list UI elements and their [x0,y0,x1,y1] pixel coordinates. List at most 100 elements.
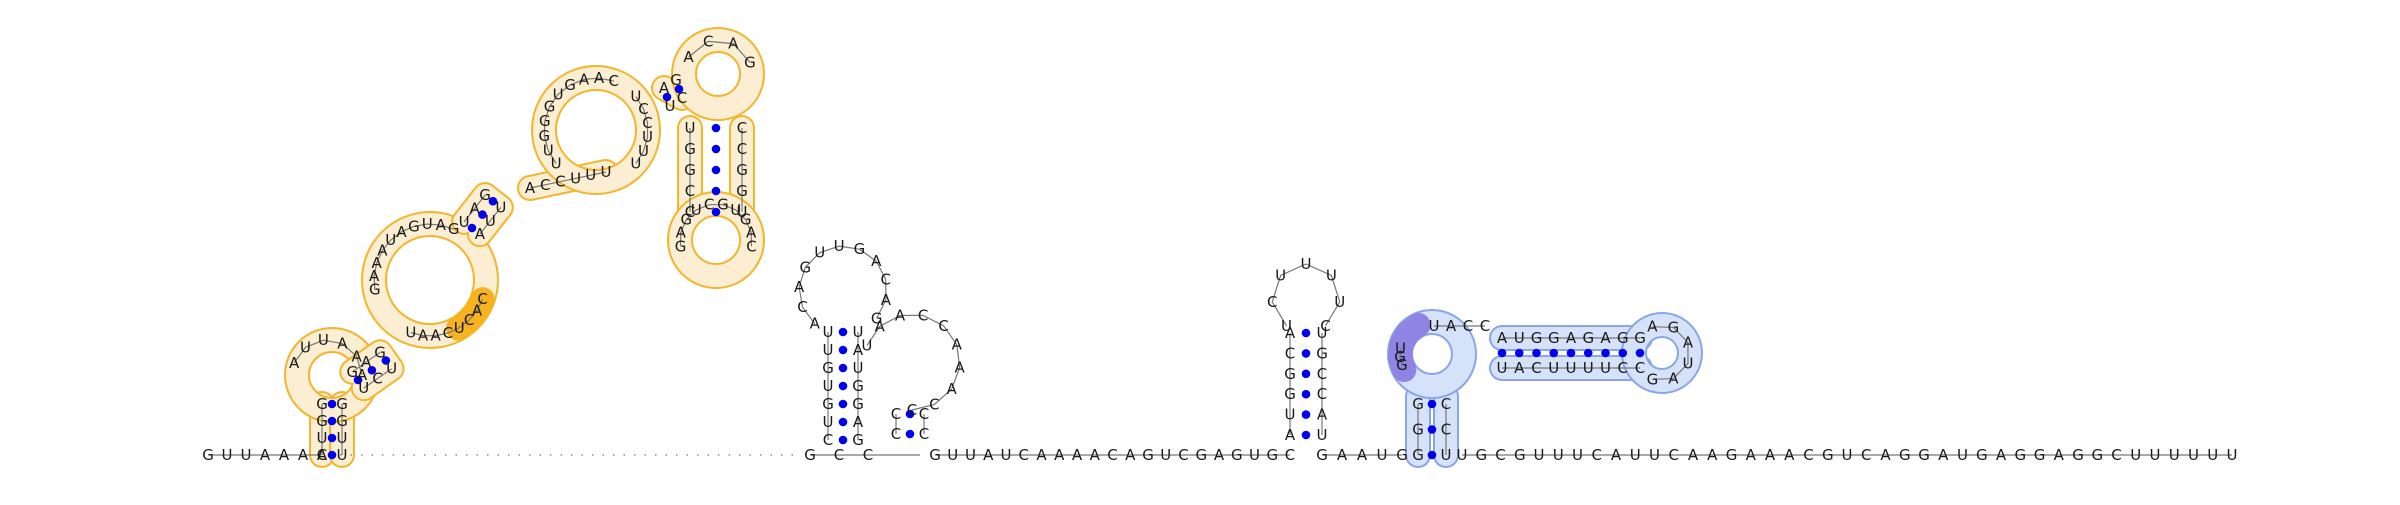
base-pair-dot [367,365,377,375]
backbone-segment [463,194,486,223]
nucleotide: A [279,446,290,464]
nucleotide: G [736,182,748,200]
nucleotide: U [2207,446,2218,464]
base-pair-dot [711,123,721,133]
nucleotide: U [553,85,564,103]
nucleotide: U [1534,446,1545,464]
nucleotide: G [1396,446,1408,464]
nucleotide: C [1803,446,1813,464]
base-pair-dot [467,223,477,233]
nucleotide: A [794,278,805,296]
nucleotide: G [1531,329,1543,347]
nucleotide: G [2091,446,2103,464]
nucleotide: A [875,317,886,335]
nucleotide: A [853,341,864,359]
nucleotide: C [1592,446,1602,464]
nucleotide: G [1412,421,1424,439]
nucleotide: G [929,446,941,464]
nucleotide: U [454,319,465,337]
nucleotide: U [601,163,612,181]
nucleotide: A [952,336,963,354]
nucleotide: A [871,252,882,270]
base-pair-dot [1583,348,1593,358]
nucleotide: G [675,237,687,255]
nucleotide: C [863,446,873,464]
nucleotide: U [551,154,562,172]
nucleotide: A [853,413,864,431]
nucleotide: U [853,323,864,341]
nucleotide: A [430,327,441,345]
nucleotide: U [1326,266,1337,284]
base-pair-dot [662,92,672,102]
nucleotide: C [919,405,929,423]
nucleotide: G [2072,446,2084,464]
nucleotide: U [2150,446,2161,464]
nucleotide: U [2188,446,2199,464]
nucleotide: G [1316,344,1328,362]
nucleotide: U [1334,293,1345,311]
base-pair-dot [1301,430,1311,440]
nucleotide: U [1682,354,1693,372]
nucleotide: G [1231,446,1243,464]
base-pair-dot [838,381,848,391]
nucleotide: A [1880,446,1891,464]
nucleotide: C [1441,395,1451,413]
nucleotide: U [730,201,741,219]
nucleotide: C [1441,421,1451,439]
nucleotide: U [947,446,958,464]
nucleotide: U [1957,446,1968,464]
nucleotide: A [1285,324,1296,342]
nucleotide: G [1822,446,1834,464]
nucleotide: A [1317,406,1328,424]
base-pair-dot [905,409,915,419]
nucleotide: G [1142,446,1154,464]
nucleotide: U [638,142,649,160]
nucleotide: A [1054,446,1065,464]
nucleotide: A [1688,446,1699,464]
nucleotide: C [1107,446,1117,464]
orange-loop-e-band [669,193,763,287]
nucleotide: A [436,216,447,234]
nucleotide: A [810,315,821,333]
nucleotide: U [1514,329,1525,347]
nucleotide: G [736,161,748,179]
nucleotide: U [1001,446,1012,464]
nucleotide: C [685,182,695,200]
base-pair-dot [327,416,337,426]
nucleotide: G [854,240,866,258]
nucleotide: U [1572,446,1583,464]
backbone-segment [635,96,649,164]
backbone-segment [1271,263,1341,327]
nucleotide: U [834,237,845,255]
nucleotide: G [1582,329,1594,347]
nucleotide: C [555,173,565,191]
nucleotide: C [464,311,474,329]
nucleotide: G [804,446,816,464]
nucleotide: C [372,369,382,387]
nucleotide: A [1090,446,1101,464]
nucleotide: A [1036,446,1047,464]
nucleotide: U [1275,266,1286,284]
nucleotide: C [797,298,807,316]
nucleotide: A [895,307,906,325]
nucleotide: C [737,140,747,158]
nucleotide: U [1281,317,1292,335]
nucleotide: C [834,446,844,464]
nucleotide: C [823,431,833,449]
nucleotide: A [1566,329,1577,347]
nucleotide: C [1317,385,1327,403]
nucleotide: G [346,363,358,381]
nucleotide: C [685,203,695,221]
nucleotide: U [2130,446,2141,464]
nucleotide: U [691,201,702,219]
nucleotide: A [525,179,536,197]
backbone-segment [1652,326,1689,380]
nucleotide: G [852,395,864,413]
nucleotide: A [377,242,388,260]
nucleotide: G [1412,446,1424,464]
nucleotide: U [861,337,872,355]
nucleotide: U [1429,317,1440,335]
nucleotide: C [938,317,948,335]
backbone-segment [410,298,484,337]
